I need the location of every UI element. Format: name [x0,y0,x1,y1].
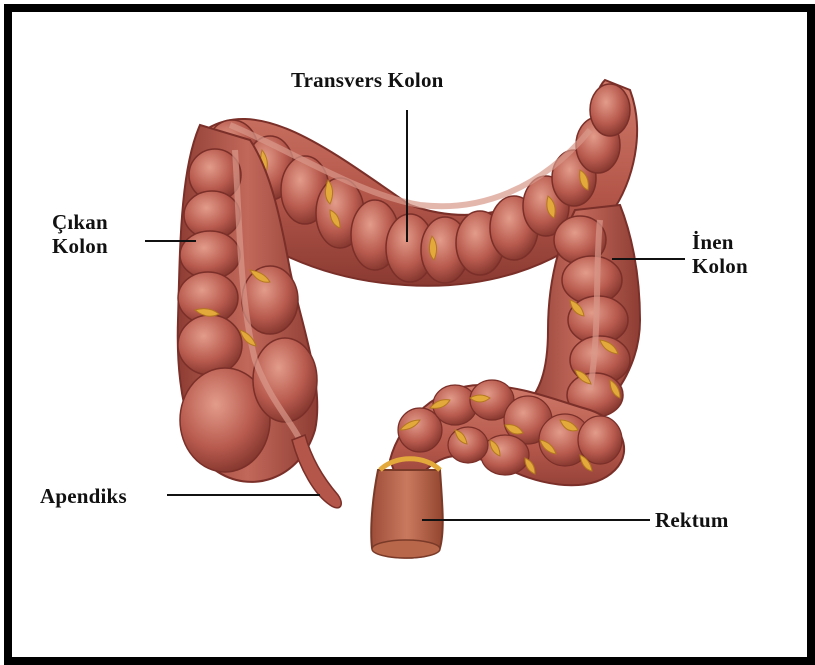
appendix [292,435,341,508]
label-apendiks: Apendiks [40,484,127,508]
label-inen-line2: Kolon [692,254,748,278]
rectum [371,459,442,558]
label-inen-kolon: İnen Kolon [692,230,748,278]
label-transvers-kolon: Transvers Kolon [291,68,444,92]
label-inen-line1: İnen [692,230,748,254]
label-cikan-kolon: Çıkan Kolon [52,210,108,258]
label-cikan-line1: Çıkan [52,210,108,234]
label-cikan-line2: Kolon [52,234,108,258]
label-rektum: Rektum [655,508,729,532]
